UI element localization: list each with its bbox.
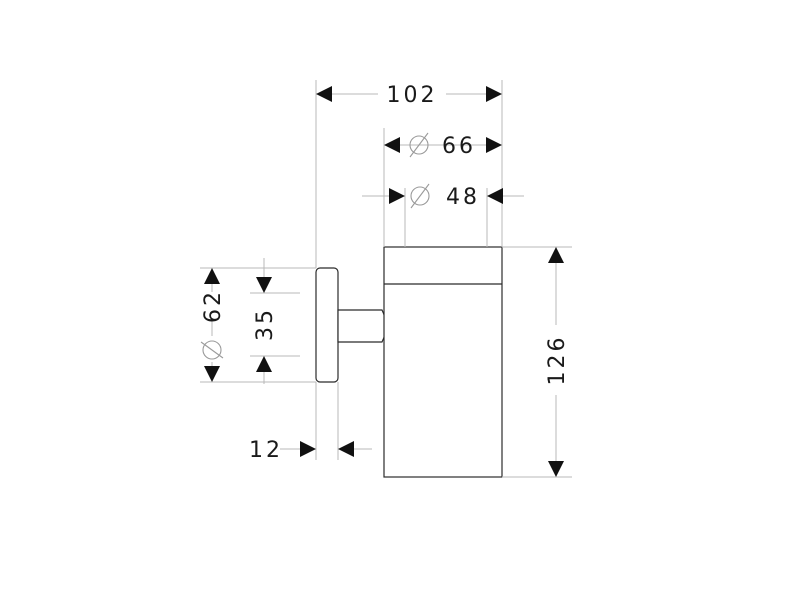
dimension-overall-height: 126 — [545, 247, 570, 477]
part-outline — [315, 246, 503, 478]
diameter-icon — [200, 340, 224, 360]
arrow-up-icon — [256, 356, 272, 372]
arrow-left-icon — [384, 137, 400, 153]
plate-thickness-label: 12 — [249, 438, 283, 463]
arrow-right-icon — [486, 137, 502, 153]
cup-body — [383, 246, 503, 478]
plate-diameter-label: 62 — [201, 289, 226, 323]
extension-lines — [200, 80, 572, 478]
dimension-inner-diameter: 48 — [362, 183, 524, 210]
diameter-icon — [410, 183, 430, 209]
arrow-down-icon — [548, 461, 564, 477]
arm-height-label: 35 — [253, 307, 278, 341]
dimension-plate-diameter: 62 — [200, 268, 226, 382]
arrow-right-icon — [486, 86, 502, 102]
arrow-down-icon — [204, 366, 220, 382]
diameter-icon — [409, 132, 429, 158]
wall-plate — [315, 267, 339, 383]
overall-height-label: 126 — [545, 335, 570, 386]
arrow-left-icon — [338, 441, 354, 457]
arrow-right-icon — [300, 441, 316, 457]
arrow-up-icon — [548, 247, 564, 263]
overall-width-label: 102 — [387, 83, 438, 108]
inner-diameter-label: 48 — [446, 185, 480, 210]
dimension-outer-diameter: 66 — [384, 132, 502, 159]
arrow-right-icon — [389, 188, 405, 204]
dimension-arm-height: 35 — [253, 258, 278, 384]
arrow-left-icon — [316, 86, 332, 102]
arrow-down-icon — [256, 277, 272, 293]
support-arm — [337, 309, 387, 343]
arrow-up-icon — [204, 268, 220, 284]
arrow-left-icon — [487, 188, 503, 204]
dimension-plate-thickness: 12 — [249, 438, 372, 463]
dimension-overall-width: 102 — [316, 83, 502, 108]
outer-diameter-label: 66 — [442, 134, 476, 159]
